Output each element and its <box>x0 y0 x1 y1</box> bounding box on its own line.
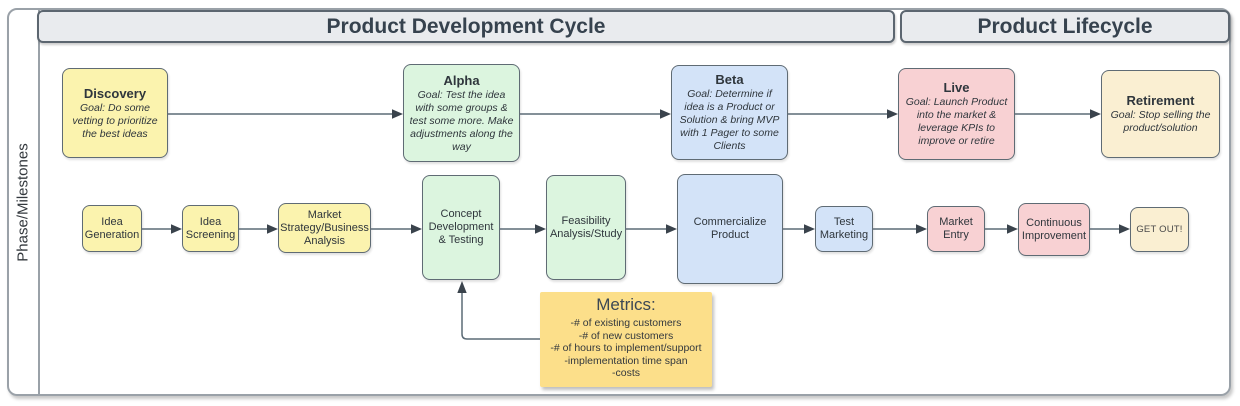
metrics-item: -# of existing customers <box>570 317 682 329</box>
phase-beta: Beta Goal: Determine if idea is a Produc… <box>671 65 788 160</box>
metrics-item: -costs <box>611 367 640 379</box>
phase-retirement: Retirement Goal: Stop selling the produc… <box>1101 70 1220 158</box>
metrics-title: Metrics: <box>596 295 656 314</box>
phase-title: Retirement <box>1126 93 1195 108</box>
metrics-item: -# of new customers <box>578 329 674 342</box>
milestone-label: Idea Generation <box>84 215 140 241</box>
milestone-label: Market Entry <box>939 216 973 241</box>
milestone-label: Market Strategy/Business Analysis <box>280 208 369 247</box>
milestone-market-entry: Market Entry <box>927 206 985 252</box>
phase-discovery: Discovery Goal: Do some vetting to prior… <box>62 68 168 158</box>
phase-goal: Goal: Stop selling the product/solution <box>1110 109 1211 134</box>
metrics-note: Metrics: -# of existing customers -# of … <box>540 292 712 387</box>
phase-live: Live Goal: Launch Product into the marke… <box>898 68 1015 160</box>
milestone-label: Idea Screening <box>185 215 236 241</box>
milestone-label: Feasibility Analysis/Study <box>549 214 623 240</box>
milestone-label: Concept Development & Testing <box>428 208 494 246</box>
milestone-label: Continuous Improvement <box>1021 216 1087 242</box>
milestone-continuous-improvement: Continuous Improvement <box>1018 203 1090 256</box>
header-label: Product Development Cycle <box>326 14 606 38</box>
milestone-idea-generation: Idea Generation <box>82 205 142 252</box>
phase-alpha: Alpha Goal: Test the idea with some grou… <box>403 64 520 162</box>
phase-title: Live <box>943 80 970 95</box>
milestone-commercialize-product: Commercialize Product <box>677 174 783 284</box>
phase-title: Alpha <box>443 72 480 88</box>
swimlane-frame: Phase/Milestones <box>7 8 1231 396</box>
lane-label-column: Phase/Milestones <box>9 10 40 394</box>
milestone-label: GET OUT! <box>1136 224 1183 235</box>
milestone-test-marketing: Test Marketing <box>815 206 873 252</box>
phase-goal: Goal: Launch Product into the market & l… <box>905 96 1008 147</box>
milestone-market-strategy-business-analysis: Market Strategy/Business Analysis <box>278 203 371 253</box>
phase-title: Discovery <box>83 85 147 101</box>
milestone-get-out: GET OUT! <box>1130 207 1189 252</box>
phase-goal: Goal: Do some vetting to prioritize the … <box>72 101 158 140</box>
header-product-development-cycle: Product Development Cycle <box>37 10 895 43</box>
lane-label: Phase/Milestones <box>15 142 32 262</box>
phase-title: Beta <box>715 72 744 87</box>
phase-goal: Goal: Determine if idea is a Product or … <box>679 88 780 152</box>
header-product-lifecycle: Product Lifecycle <box>900 10 1230 43</box>
metrics-item: -implementation time span <box>564 354 688 367</box>
milestone-idea-screening: Idea Screening <box>182 205 239 252</box>
header-label: Product Lifecycle <box>977 14 1153 38</box>
milestone-label: Commercialize Product <box>693 216 767 241</box>
metrics-item: -# of hours to implement/support <box>550 342 702 354</box>
milestone-concept-development-testing: Concept Development & Testing <box>422 175 500 280</box>
phase-goal: Goal: Test the idea with some groups & t… <box>409 88 514 153</box>
milestone-feasibility-analysis-study: Feasibility Analysis/Study <box>546 175 626 280</box>
milestone-label: Test Marketing <box>819 216 869 241</box>
